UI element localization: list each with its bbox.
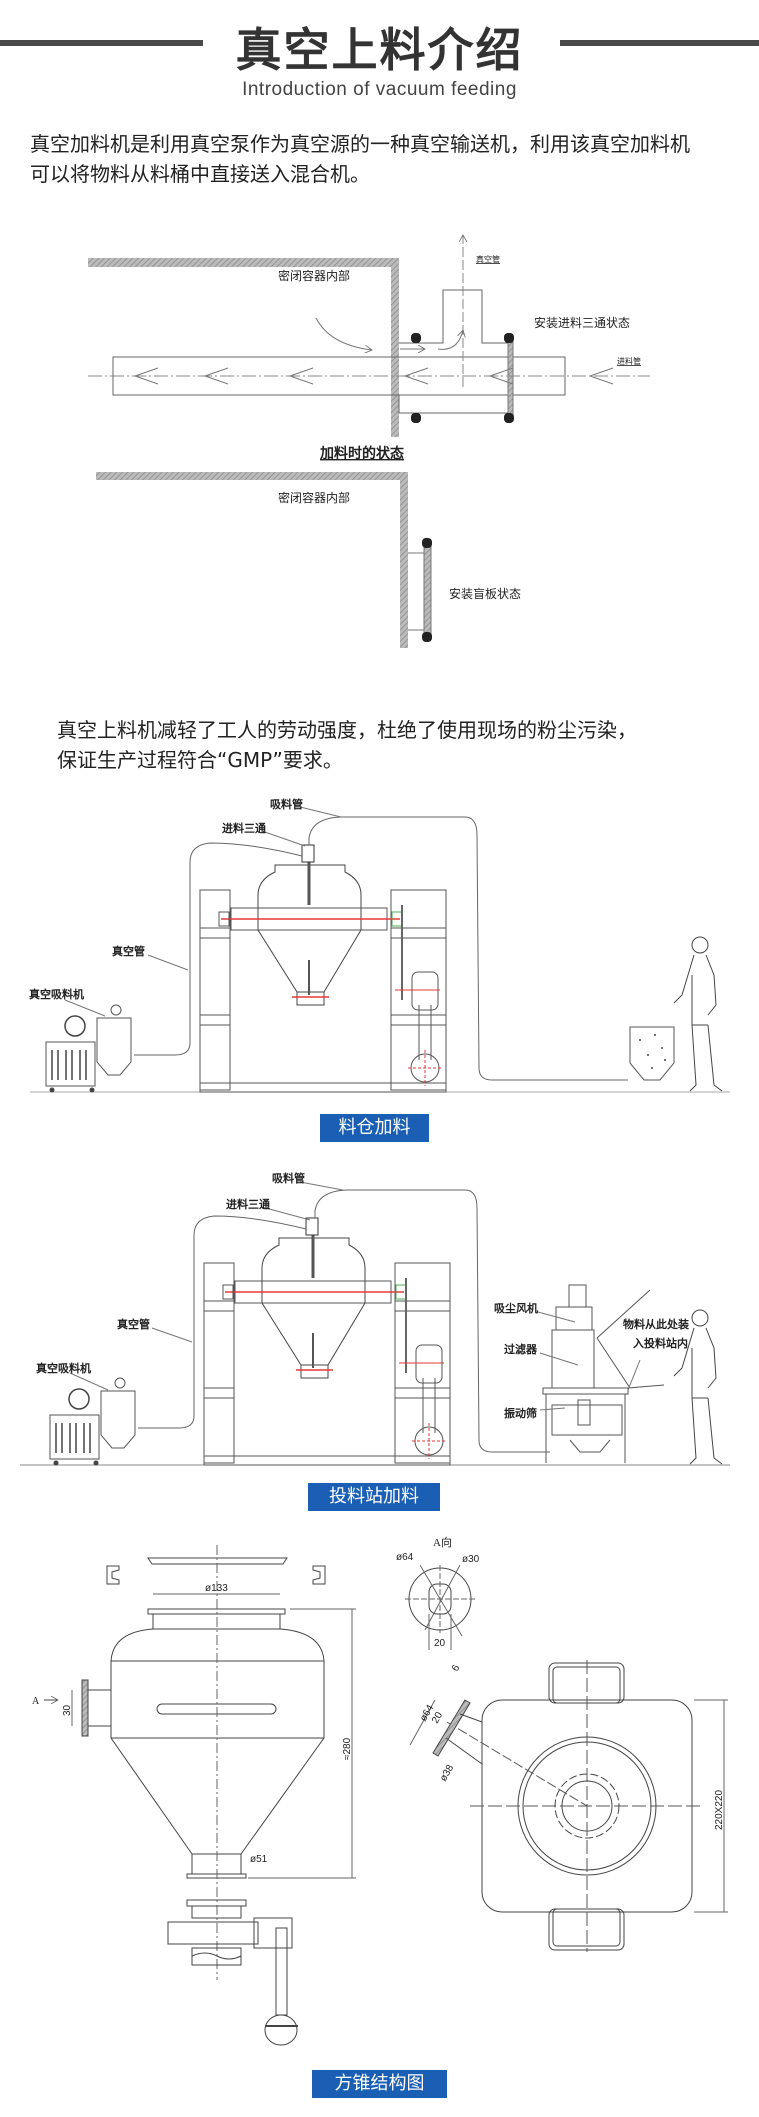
material-bin (629, 1026, 675, 1081)
dust-fan-label: 吸尘风机 (494, 1301, 538, 1315)
vacuum-pipe-label: 真空管 (112, 944, 145, 958)
title-rule-right (560, 40, 759, 46)
filter-label: 过滤器 (504, 1342, 538, 1356)
dim-d64: ø64 (396, 1552, 414, 1563)
dim-d30: ø30 (462, 1554, 480, 1565)
vacuum-feeder-label: 真空吸料机 (36, 1361, 91, 1375)
hopper-top-view (409, 1660, 728, 1952)
worker-figure (673, 1309, 723, 1465)
dim-p38: ø38 (438, 1763, 456, 1784)
vibrating-sieve-label: 振动筛 (504, 1406, 537, 1420)
vacuum-pipe-label: 真空管 (117, 1317, 150, 1331)
suction-pipe-line (308, 816, 628, 1081)
page-subtitle: Introduction of vacuum feeding (242, 79, 517, 100)
suction-pipe-label: 吸料管 (270, 797, 303, 811)
load-note-line-2: 入投料站内 (633, 1336, 688, 1350)
container-inside-label-2: 密闭容器内部 (278, 490, 350, 505)
silo-feeding-caption: 料仓加料 (320, 1114, 429, 1142)
title-rule-left (0, 40, 203, 46)
feed-tee-label: 进料三通 (226, 1197, 270, 1211)
benefit-line-1: 真空上料机减轻了工人的劳动强度，杜绝了使用现场的粉尘污染， (57, 718, 637, 742)
feed-tee-label: 进料三通 (222, 821, 266, 835)
mixer-drawing (44, 841, 448, 1094)
dim-p6: 6 (450, 1663, 463, 1674)
vacuum-feeder-label: 真空吸料机 (29, 987, 84, 1001)
intro-line-1: 真空加料机是利用真空泵作为真空源的一种真空输送机，利用该真空加料机 (30, 132, 690, 156)
feeding-station (542, 1284, 665, 1463)
blind-state-label: 安装盲板状态 (449, 586, 521, 601)
worker-figure (673, 936, 723, 1092)
station-feeding-diagram: 吸料管 进料三通 真空管 真空吸料机 吸尘风机 过滤器 振动筛 物料从此处装 入… (20, 1171, 730, 1467)
benefit-line-2: 保证生产过程符合“GMP”要求。 (57, 748, 343, 772)
blind-state-diagram: 密闭容器内部 安装盲板状态 (96, 472, 521, 648)
dim-p20: 20 (430, 1710, 445, 1726)
dim-h280: ≈280 (342, 1737, 353, 1760)
dim-d133: ø133 (205, 1583, 228, 1594)
dim-w20: 20 (434, 1638, 446, 1649)
dim-d51: ø51 (250, 1854, 268, 1865)
dim-size: 220X220 (714, 1790, 725, 1830)
station-feeding-caption: 投料站加料 (308, 1483, 440, 1511)
intro-line-2: 可以将物料从料桶中直接送入混合机。 (30, 162, 370, 186)
a-view-drawing (405, 1564, 475, 1650)
structure-caption: 方锥结构图 (312, 2070, 447, 2098)
load-note-line-1: 物料从此处装 (623, 1317, 689, 1331)
tee-state-label: 安装进料三通状态 (534, 315, 630, 330)
dim-30-side: 30 (62, 1704, 73, 1716)
hopper-side-view (44, 1545, 356, 2046)
container-inside-label: 密闭容器内部 (278, 268, 350, 283)
feeding-state-caption: 加料时的状态 (319, 445, 404, 462)
mixer-drawing (48, 1214, 452, 1467)
a-view-label: A向 (433, 1535, 452, 1549)
silo-feeding-diagram: 吸料管 进料三通 真空管 真空吸料机 (29, 797, 730, 1094)
feed-pipe-label: 进料管 (617, 356, 641, 366)
page-title: 真空上料介绍 (235, 23, 524, 77)
suction-pipe-line (314, 1189, 550, 1453)
tee-state-diagram: 密闭容器内部 安装进料三通状态 真空管 进料管 加料时的状态 (88, 235, 650, 462)
vacuum-pipe-label: 真空管 (476, 254, 500, 264)
dim-a-arrow: A (32, 1696, 40, 1707)
suction-pipe-label: 吸料管 (272, 1171, 305, 1185)
